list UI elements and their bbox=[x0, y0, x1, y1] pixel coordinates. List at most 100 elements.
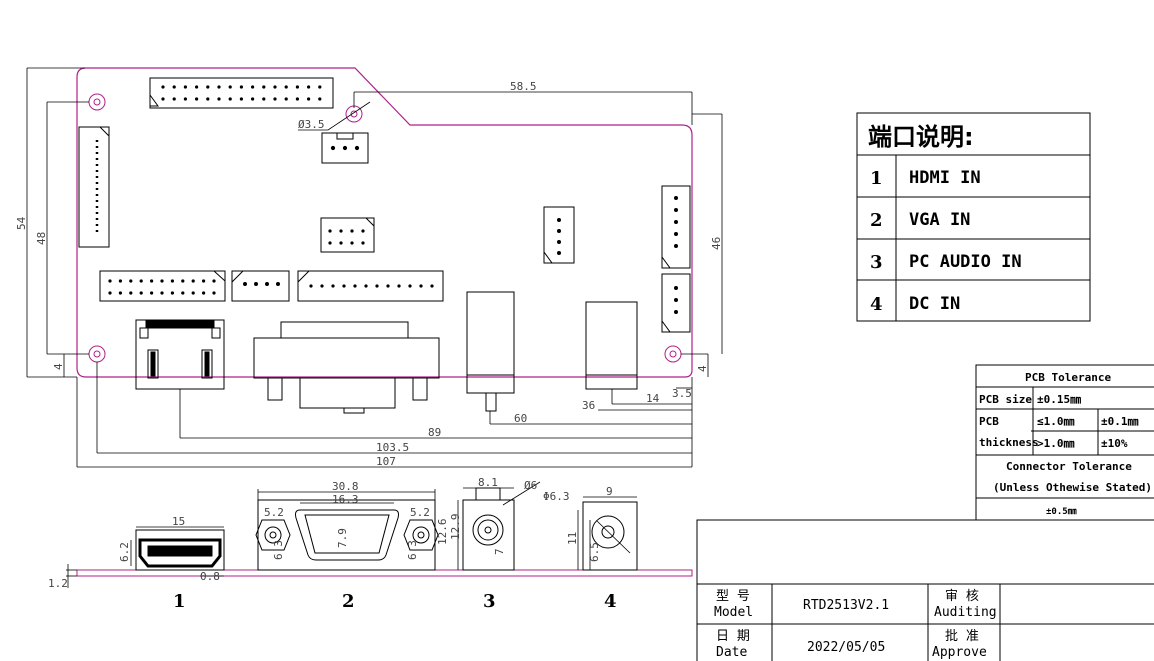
pin-dot bbox=[129, 291, 133, 295]
pin-dot bbox=[181, 279, 185, 283]
connector-long-lower bbox=[297, 270, 444, 302]
port-row-1-num: 1 bbox=[870, 168, 883, 189]
pin-dot bbox=[273, 97, 277, 101]
pin-dot bbox=[228, 85, 232, 89]
pin-dot bbox=[295, 97, 299, 101]
pin-dot bbox=[386, 284, 390, 288]
hdmi-side-view bbox=[130, 526, 225, 577]
dim-3-5-right: 3.5 bbox=[672, 387, 692, 400]
pin-dot bbox=[331, 284, 335, 288]
top-view-dimensions bbox=[26, 67, 723, 468]
pin-dot bbox=[361, 229, 365, 233]
dim-6-3-vga-right: 6.3 bbox=[406, 540, 419, 560]
pin-dot bbox=[206, 97, 210, 101]
pin-dot bbox=[361, 241, 365, 245]
pin-dot bbox=[160, 279, 164, 283]
pin-dot bbox=[139, 279, 143, 283]
dim-7-9: 7.9 bbox=[336, 528, 349, 548]
connector-right-upper bbox=[661, 185, 691, 269]
dim-89: 89 bbox=[428, 426, 441, 439]
side-label-2: 2 bbox=[342, 591, 355, 612]
tolerance-size-value: ±0.15㎜ bbox=[1037, 393, 1081, 406]
pin-dot bbox=[161, 97, 165, 101]
dim-9-dc: 9 bbox=[606, 485, 613, 498]
pin-dot bbox=[118, 279, 122, 283]
port-table-title: 端口说明: bbox=[868, 123, 974, 151]
pin-dot bbox=[364, 284, 368, 288]
pin-dot bbox=[206, 85, 210, 89]
pin-dot bbox=[419, 284, 423, 288]
dim-107: 107 bbox=[376, 455, 396, 468]
header-2x4 bbox=[320, 217, 375, 253]
dim-5-2-right: 5.2 bbox=[410, 506, 430, 519]
pin-dot bbox=[202, 279, 206, 283]
hole-bottom-left bbox=[88, 345, 106, 363]
pin-dot bbox=[375, 284, 379, 288]
port-table: 端口说明: 1 HDMI IN 2 VGA IN 3 PC AUDIO IN 4… bbox=[856, 112, 1091, 322]
pin-dot bbox=[195, 85, 199, 89]
tolerance-thin-cond: ≤1.0㎜ bbox=[1037, 415, 1075, 428]
pin-dot bbox=[239, 85, 243, 89]
side-view-dimension-text: 1.2 15 6.2 0.8 30.8 16.3 5.2 5.2 7.9 6.3… bbox=[48, 476, 613, 590]
pin-dot bbox=[307, 85, 311, 89]
pin-dot bbox=[217, 85, 221, 89]
pin-dot bbox=[150, 279, 154, 283]
tolerance-size-label: PCB size bbox=[979, 393, 1032, 406]
pin-dot bbox=[430, 284, 434, 288]
pin-dot bbox=[212, 291, 216, 295]
pin-dot bbox=[318, 85, 322, 89]
pin-dot bbox=[262, 85, 266, 89]
hole-top-mid bbox=[345, 105, 363, 123]
pin-dot bbox=[172, 85, 176, 89]
pin-dot bbox=[350, 241, 354, 245]
pcb-side-strip bbox=[76, 569, 693, 577]
connector-3pin bbox=[321, 132, 369, 164]
pin-dot bbox=[309, 284, 313, 288]
top-view-dimension-text: 58.5 Ø3.5 54 48 4 46 4 3.5 14 36 60 89 1… bbox=[15, 80, 723, 468]
audit-label-en: Auditing bbox=[934, 605, 997, 620]
pin-dot bbox=[118, 291, 122, 295]
pin-dot bbox=[320, 284, 324, 288]
model-label-cn: 型 号 bbox=[716, 589, 750, 604]
dim-15: 15 bbox=[172, 515, 185, 528]
pin-dot bbox=[307, 97, 311, 101]
tolerance-thick-val: ±10% bbox=[1101, 437, 1128, 450]
dim-12-6: 12.6 bbox=[436, 519, 449, 546]
pin-dot bbox=[251, 97, 255, 101]
port-row-4-num: 4 bbox=[870, 294, 883, 315]
dim-11-dc: 11 bbox=[566, 532, 579, 545]
audio-side-view bbox=[457, 481, 541, 571]
pin-dot bbox=[350, 229, 354, 233]
pin-dot bbox=[408, 284, 412, 288]
tolerance-thick-cond: >1.0㎜ bbox=[1037, 437, 1075, 450]
pin-dot bbox=[139, 291, 143, 295]
dim-16-3: 16.3 bbox=[332, 493, 359, 506]
tolerance-thin-val: ±0.1㎜ bbox=[1101, 415, 1139, 428]
connector-mid-4pin bbox=[543, 206, 575, 264]
port-row-3-num: 3 bbox=[870, 252, 883, 273]
dim-7-audio: 7 bbox=[493, 548, 506, 555]
pin-dot bbox=[284, 85, 288, 89]
pin-dot bbox=[262, 97, 266, 101]
connector-tolerance-value: ±0.5㎜ bbox=[1046, 507, 1077, 517]
date-label-cn: 日 期 bbox=[716, 629, 750, 644]
date-value: 2022/05/05 bbox=[807, 640, 885, 655]
hdmi-top-view bbox=[135, 319, 225, 390]
dim-6-audio: Ø6 bbox=[524, 479, 537, 492]
hole-bottom-right bbox=[664, 345, 682, 363]
dim-5-2-left: 5.2 bbox=[264, 506, 284, 519]
dim-4-right: 4 bbox=[696, 365, 709, 372]
dim-8-1: 8.1 bbox=[478, 476, 498, 489]
pin-dot bbox=[170, 279, 174, 283]
connector-4pin-lower bbox=[231, 270, 290, 302]
audio-top-view bbox=[466, 291, 515, 412]
tolerance-thickness-label-2: thickness bbox=[979, 436, 1039, 449]
vga-side-view bbox=[255, 489, 439, 571]
port-row-2-name: VGA IN bbox=[909, 210, 970, 230]
tolerance-title: PCB Tolerance bbox=[1025, 371, 1111, 384]
connector-left-vertical bbox=[78, 126, 110, 248]
dim-6-3-dc: Φ6.3 bbox=[543, 490, 570, 503]
pin-dot bbox=[160, 291, 164, 295]
dc-side-view bbox=[577, 496, 638, 571]
pin-dot bbox=[191, 291, 195, 295]
